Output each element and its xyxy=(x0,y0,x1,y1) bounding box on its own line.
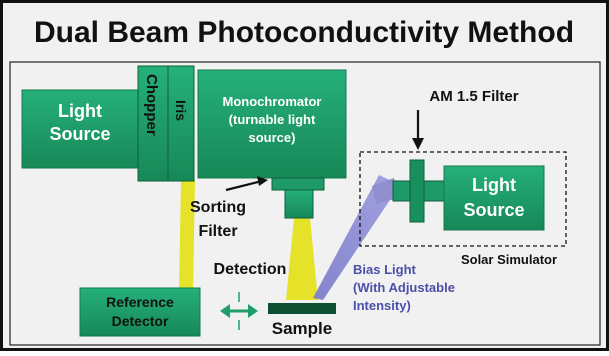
reference-detector-line2: Detector xyxy=(112,313,169,329)
sample-label: Sample xyxy=(272,319,332,338)
yellow-beam-sample xyxy=(286,218,318,300)
bias-light-line3: Intensity) xyxy=(353,298,411,313)
sorting-filter-line1: Sorting xyxy=(190,199,246,216)
sorting-filter-arrowhead xyxy=(257,176,268,186)
sorting-filter-arrow-line xyxy=(225,179,263,192)
iris-label: Iris xyxy=(173,100,189,121)
detection-arrowhead-left xyxy=(220,304,230,318)
yellow-beam-reference xyxy=(179,180,195,292)
light-source-right xyxy=(443,165,545,231)
diagram-title: Dual Beam Photoconductivity Method xyxy=(34,16,574,49)
solar-simulator-box xyxy=(359,151,567,247)
solar-simulator-label: Solar Simulator xyxy=(461,252,557,267)
monochromator-line2: (turnable light xyxy=(229,112,316,127)
iris-box xyxy=(167,65,195,182)
monochromator-exit-port xyxy=(271,177,325,191)
reference-detector-line1: Reference xyxy=(106,294,174,310)
am-filter-plate xyxy=(409,159,425,223)
sorting-filter-line2: Filter xyxy=(198,223,237,240)
light-source-right-line2: Source xyxy=(463,200,524,220)
light-source-left-line1: Light xyxy=(58,101,102,121)
inner-frame xyxy=(9,61,601,346)
bias-light-beam xyxy=(313,175,400,300)
detection-label: Detection xyxy=(214,261,287,278)
sample-plate xyxy=(268,303,336,314)
am-filter-arrowhead xyxy=(412,138,424,150)
sorting-filter-box xyxy=(284,189,314,219)
detection-arrowhead-right xyxy=(248,304,258,318)
bias-beam-head xyxy=(372,178,398,204)
bias-light-line2: (With Adjustable xyxy=(353,280,455,295)
light-source-left-line2: Source xyxy=(49,124,110,144)
bias-light-line1: Bias Light xyxy=(353,262,417,277)
am-filter-label: AM 1.5 Filter xyxy=(429,88,518,105)
chopper-box xyxy=(137,65,169,182)
monochromator-line3: source) xyxy=(249,130,296,145)
chopper-label: Chopper xyxy=(143,74,160,136)
reference-detector-box xyxy=(79,287,201,337)
monochromator-line1: Monochromator xyxy=(223,94,322,109)
light-source-right-line1: Light xyxy=(472,175,516,195)
